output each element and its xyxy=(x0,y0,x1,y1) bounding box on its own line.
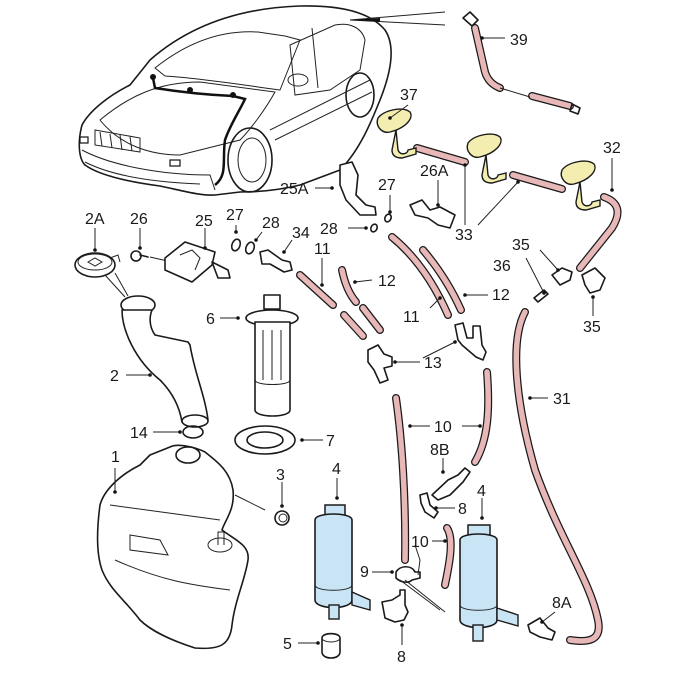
callout-8A: 8A xyxy=(552,595,572,612)
callout-33: 34 xyxy=(292,225,310,242)
callout-2A: 2A xyxy=(85,211,105,228)
callout-26A: 26A xyxy=(420,163,449,180)
callout-35: 36 xyxy=(493,258,511,275)
callout-2: 2 xyxy=(110,368,119,385)
callout-32: 33 xyxy=(455,227,473,244)
callout-39: 39 xyxy=(510,32,528,49)
callout-1: 1 xyxy=(111,449,120,466)
callout-11-right: 11 xyxy=(403,309,420,326)
callout-6: 6 xyxy=(206,311,215,328)
callout-28-left: 28 xyxy=(262,215,280,232)
callout-30: 31 xyxy=(553,391,571,408)
callout-3: 3 xyxy=(276,467,285,484)
callout-9: 9 xyxy=(360,564,369,581)
callout-5: 5 xyxy=(283,636,292,653)
callout-28-right: 28 xyxy=(320,221,338,238)
callout-12-left: 12 xyxy=(378,273,396,290)
callout-36: 35 xyxy=(583,319,601,336)
callout-4-left: 4 xyxy=(332,461,341,478)
callout-31: 32 xyxy=(603,140,621,157)
pumps xyxy=(314,504,519,642)
callout-14: 14 xyxy=(130,425,148,442)
callout-8B: 8B xyxy=(430,442,450,459)
callout-11-left: 11 xyxy=(314,241,331,258)
callout-27-left: 27 xyxy=(226,207,244,224)
callout-26: 26 xyxy=(130,211,148,228)
callout-10-lower: 10 xyxy=(411,534,429,551)
callout-8-upper: 8 xyxy=(458,501,467,518)
callout-4-right: 4 xyxy=(477,483,486,500)
callout-25: 25 xyxy=(195,213,213,230)
washer-pump-left xyxy=(314,504,371,620)
small-parts xyxy=(74,161,606,659)
callout-34: 35 xyxy=(512,237,530,254)
car-illustration xyxy=(78,5,446,196)
callout-27-right: 27 xyxy=(378,177,396,194)
callout-10-upper: 10 xyxy=(434,419,452,436)
nozzles-37 xyxy=(376,108,601,211)
callout-25A: 25A xyxy=(280,181,309,198)
hoses xyxy=(296,11,622,645)
callout-7: 7 xyxy=(326,433,335,450)
washer-pump-right xyxy=(459,524,519,642)
callout-13: 13 xyxy=(424,355,442,372)
callout-37: 37 xyxy=(400,87,418,104)
callout-labels: 39 37 32 33 26A 27 25A 28 2A 26 25 27 28… xyxy=(85,32,621,666)
callout-8-lower: 8 xyxy=(397,649,406,666)
callout-12-right: 12 xyxy=(492,287,510,304)
leader-lines xyxy=(93,36,614,645)
